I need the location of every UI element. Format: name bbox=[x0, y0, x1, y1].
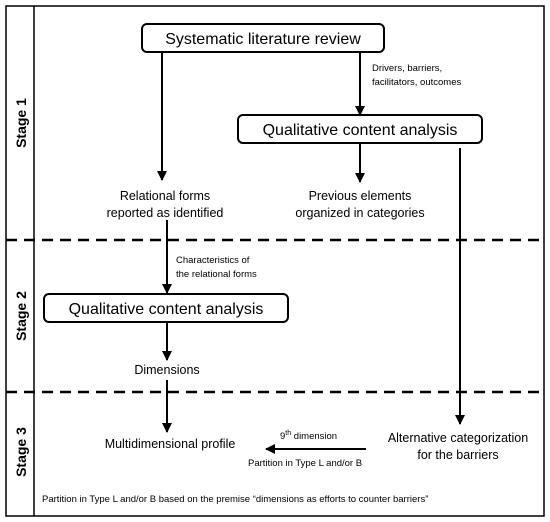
previous-elements-line-1: Previous elements bbox=[309, 189, 412, 203]
outer-frame bbox=[5, 5, 545, 517]
qualitative-content-analysis-2-box bbox=[43, 293, 289, 323]
characteristics-label-line-1: Characteristics of bbox=[176, 255, 250, 266]
drivers-label-line-1: Drivers, barriers, bbox=[372, 63, 442, 74]
multidimensional-profile-node: Multidimensional profile bbox=[105, 437, 236, 451]
qualitative-content-analysis-2-label: Qualitative content analysis bbox=[69, 301, 264, 318]
relational-forms-line-1: Relational forms bbox=[120, 189, 210, 203]
alternative-categorization-line-2: for the barriers bbox=[417, 448, 498, 462]
partition-short-label: Partition in Type L and/or B bbox=[248, 458, 362, 469]
systematic-literature-review-label: Systematic literature review bbox=[165, 31, 361, 48]
ninth-dimension-text: dimension bbox=[291, 431, 337, 442]
ninth-dimension-superscript: th bbox=[285, 430, 291, 437]
stage-2-label: Stage 2 bbox=[13, 291, 29, 341]
footnote: Partition in Type L and/or B based on th… bbox=[42, 494, 428, 505]
ninth-dimension-number: 9 bbox=[280, 431, 285, 442]
dimensions-node: Dimensions bbox=[134, 363, 199, 377]
qualitative-content-analysis-1-label: Qualitative content analysis bbox=[263, 122, 458, 139]
drivers-label-line-2: facilitators, outcomes bbox=[372, 77, 461, 88]
stage-3-label: Stage 3 bbox=[13, 427, 29, 477]
previous-elements-line-2: organized in categories bbox=[295, 206, 424, 220]
stage-1-label: Stage 1 bbox=[13, 98, 29, 148]
ninth-dimension-label: 9th dimension bbox=[280, 430, 337, 442]
qualitative-content-analysis-1-box bbox=[237, 114, 483, 144]
characteristics-label-line-2: the relational forms bbox=[176, 269, 257, 280]
alternative-categorization-line-1: Alternative categorization bbox=[388, 431, 528, 445]
systematic-literature-review-box bbox=[141, 23, 385, 53]
relational-forms-line-2: reported as identified bbox=[107, 206, 224, 220]
